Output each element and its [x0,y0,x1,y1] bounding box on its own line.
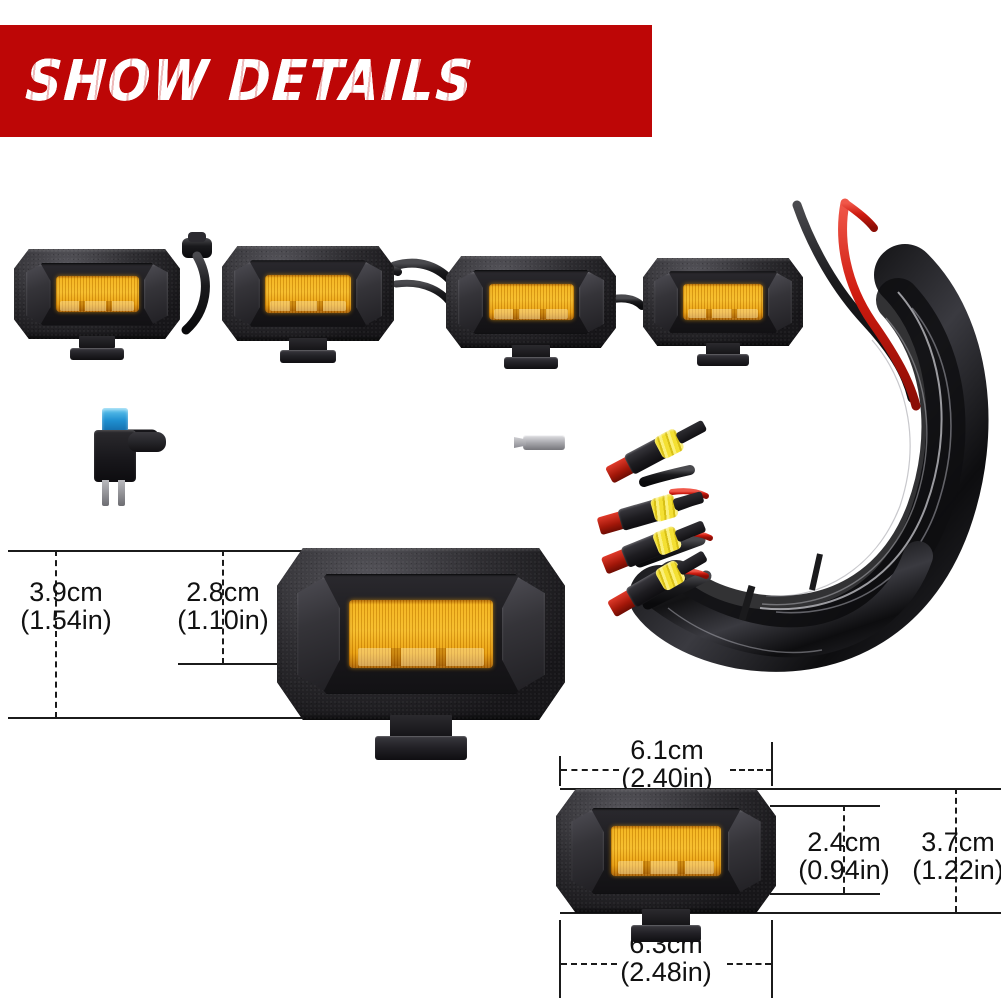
connector-tail [674,520,707,543]
dim-value-cm: 3.9cm [29,577,103,607]
lamp-wing-right [578,271,605,333]
lamp-wing-right [501,577,545,691]
fuse-prong-right [118,480,125,506]
dim-value-cm: 2.4cm [807,827,881,857]
dim-ext-3-7cm [955,788,957,912]
lamp1-plug [182,232,212,258]
lamp-wing-left [457,271,484,333]
lamp-mounting-foot [697,343,749,367]
dim-rule-body-top [770,805,880,807]
lamp-wing-left [297,577,341,691]
lamp-amber-lens [611,826,721,876]
lamp-wing-left [571,810,605,892]
dim-tick-6-1cm-left [559,756,561,786]
dim-ext-2-4cm [843,805,845,893]
dim-tick-6-3cm-left [559,920,561,998]
dim-value-cm: 2.8cm [186,577,260,607]
lamp-unit-4 [643,258,803,367]
dim-label-2-8cm: 2.8cm (1.10in) [160,578,286,635]
dim-label-3-9cm: 3.9cm (1.54in) [4,578,128,635]
dim-rule-body-bottom [770,893,880,895]
show-details-banner: SHOW DETAILS [0,25,652,137]
fuse-prong-left [102,480,109,506]
dim-value-cm: 3.7cm [921,827,995,857]
lamp-wing-left [25,264,51,324]
lamp-mounting-foot [374,714,468,760]
cable-lamp1 [181,251,210,335]
dim-value-in: (1.10in) [177,605,269,636]
lamp-wing-left [654,272,679,332]
foot-plate [70,347,124,360]
foot-plate [630,924,702,942]
dim-tick-6-1cm-right [771,742,773,786]
dim-value-in: (1.22in) [912,855,1001,886]
banner-title: SHOW DETAILS [23,48,477,114]
dim-line-6-3cm-a [561,963,617,965]
dim-line-6-3cm-b [727,963,771,965]
lamp-amber-lens [265,274,351,313]
foot-post [512,345,550,358]
cable-lamp2-lamp3 [389,258,457,287]
lamp-amber-lens [55,276,139,312]
lamp-unit-2 [222,246,394,363]
foot-post [78,336,116,349]
connector-tail [675,419,708,445]
lamp-unit-detail-side [556,789,776,942]
foot-post [705,343,741,356]
lamp-wing-right [767,272,792,332]
foot-post [642,909,690,927]
dim-line-6-1cm-b [730,769,772,771]
dim-label-3-7cm: 3.7cm (1.22in) [895,828,1001,885]
lamp-mounting-foot [630,909,702,942]
lamp-mounting-foot [503,345,559,370]
lamp-amber-lens [488,283,574,321]
harness-black-lead [792,200,917,403]
dim-line-bottom-left [8,717,328,719]
lamp-wing-left [234,262,260,325]
foot-plate [697,354,749,367]
dim-ext-2-8cm [222,550,224,664]
lamp-unit-3 [446,256,616,370]
lamp-unit-1 [14,249,180,360]
cable-lamp2-lamp3-b [392,279,456,310]
dim-value-in: (2.40in) [621,763,713,794]
dim-rule-overall-bottom [560,912,1001,914]
dim-value-in: (0.94in) [798,855,890,886]
dim-value-cm: 6.1cm [630,735,704,765]
connector-tail [676,550,709,576]
harness-red-lead-branch [841,199,878,232]
lamp-wing-right [356,262,382,325]
foot-plate [280,350,336,363]
fuse-tap-adapter [88,408,648,518]
dim-value-in: (1.54in) [20,605,112,636]
wire-boot [128,432,166,452]
lamp-wing-right [727,810,761,892]
foot-post [389,714,453,739]
lamp-wing-right [143,264,169,324]
dim-label-2-4cm: 2.4cm (0.94in) [781,828,907,885]
dim-line-top-left [8,550,318,552]
ring-terminal [523,435,565,450]
dim-line-6-1cm-a [561,769,619,771]
lamp-mounting-foot [70,336,124,360]
foot-plate [503,356,559,370]
harness-red-lead [838,198,921,411]
lamp-mounting-foot [280,338,336,363]
foot-plate [374,736,468,760]
dim-tick-6-3cm-right [771,920,773,998]
dim-rule-overall-top [560,788,1001,790]
dim-label-6-1cm: 6.1cm (2.40in) [604,736,730,793]
lamp-unit-detail-front [277,548,565,760]
connector-tail [672,491,705,511]
dim-ext-3-9cm [55,550,57,718]
foot-post [289,338,327,351]
lamp-amber-lens [683,284,763,320]
dim-value-in: (2.48in) [620,957,712,988]
lamp-amber-lens [349,599,493,669]
dim-line-mid-left [178,663,328,665]
